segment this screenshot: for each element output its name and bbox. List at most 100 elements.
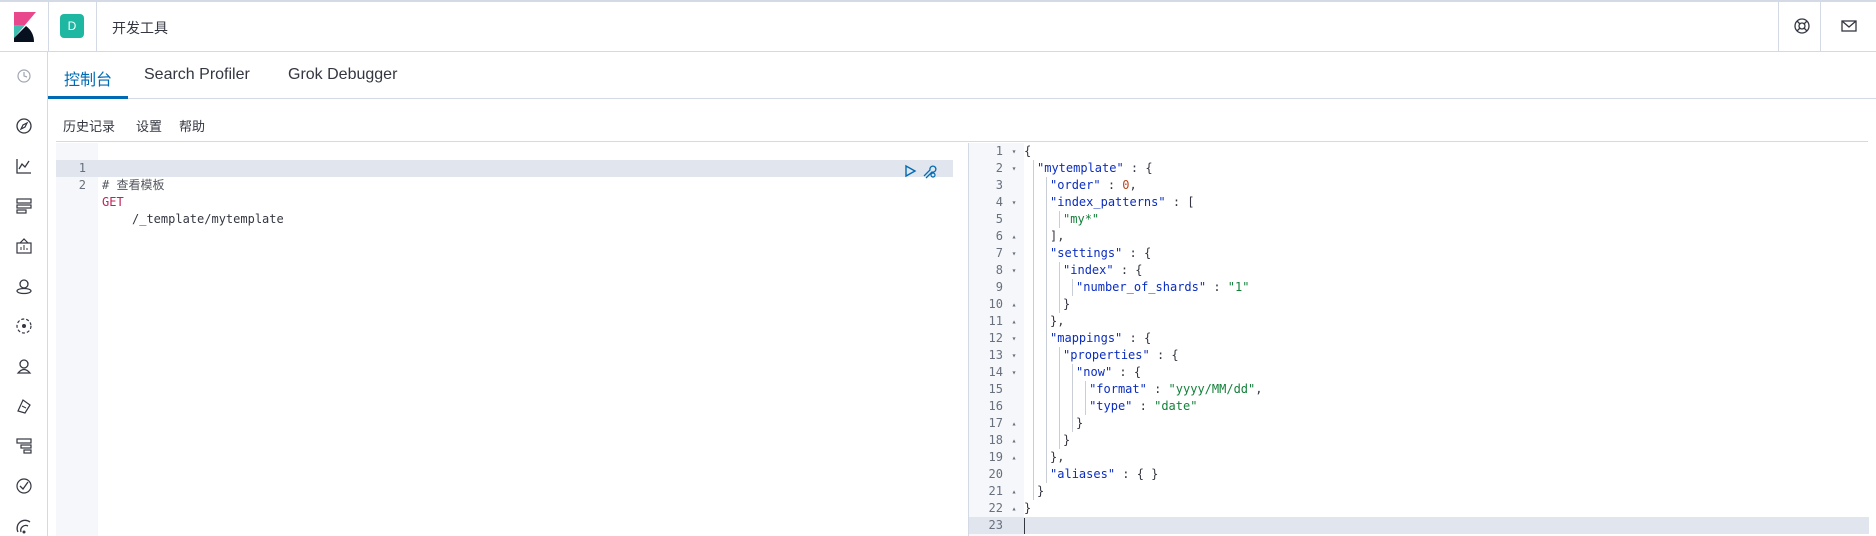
maps-icon[interactable] [14, 276, 34, 296]
indent-guide [1032, 160, 1034, 177]
request-gutter [56, 143, 98, 536]
help-link[interactable]: 帮助 [179, 119, 206, 134]
line-number: 20 [988, 467, 1003, 481]
indent-guide [1032, 296, 1034, 313]
tab-search-profiler[interactable]: Search Profiler [144, 66, 250, 83]
help-icon[interactable] [1792, 16, 1812, 36]
top-bar: D 开发工具 [0, 0, 1876, 52]
line-number: 12 [988, 331, 1003, 345]
json-token: : { [1123, 161, 1153, 175]
json-token: ], [1050, 229, 1065, 243]
line-number: 2 [78, 178, 86, 192]
fold-open-icon[interactable]: ▾ [1011, 266, 1017, 275]
fold-open-icon[interactable]: ▾ [1011, 334, 1017, 343]
line-number: 7 [995, 246, 1003, 260]
side-nav [0, 52, 48, 536]
indent-guide [1032, 432, 1034, 449]
fold-close-icon[interactable]: ▴ [1011, 317, 1017, 326]
fold-close-icon[interactable]: ▴ [1011, 487, 1017, 496]
divider [96, 2, 97, 52]
indent-guide [1045, 381, 1047, 398]
line-number: 11 [988, 314, 1003, 328]
uptime-icon[interactable] [14, 476, 34, 496]
line-number: 17 [988, 416, 1003, 430]
indent-guide [1045, 228, 1047, 245]
indent-guide [1045, 177, 1047, 194]
indent-guide [1071, 398, 1073, 415]
kibana-logo-icon[interactable] [12, 12, 38, 42]
canvas-icon[interactable] [14, 236, 34, 256]
fold-open-icon[interactable]: ▾ [1011, 249, 1017, 258]
fold-close-icon[interactable]: ▴ [1011, 300, 1017, 309]
indent-guide [1071, 381, 1073, 398]
response-code: "number_of_shards" : "1" [1076, 279, 1249, 296]
visualize-icon[interactable] [14, 156, 34, 176]
history-link[interactable]: 历史记录 [63, 119, 116, 134]
response-code: ], [1050, 228, 1064, 245]
json-token: : [ [1165, 195, 1195, 209]
divider [1820, 2, 1821, 52]
apm-icon[interactable] [14, 436, 34, 456]
fold-close-icon[interactable]: ▴ [1011, 453, 1017, 462]
fold-close-icon[interactable]: ▴ [1011, 504, 1017, 513]
fold-open-icon[interactable]: ▾ [1011, 164, 1017, 173]
indent-guide [1071, 415, 1073, 432]
fold-close-icon[interactable]: ▴ [1011, 419, 1017, 428]
line-number: 6 [995, 229, 1003, 243]
line-number: 15 [988, 382, 1003, 396]
logs-icon[interactable] [14, 396, 34, 416]
fold-close-icon[interactable]: ▴ [1011, 436, 1017, 445]
wrench-icon[interactable] [921, 163, 937, 179]
json-token: : [1146, 382, 1169, 396]
fold-open-icon[interactable]: ▾ [1011, 147, 1017, 156]
request-editor[interactable]: 1 # 查看模板 2 GET /_template/mytemplate [56, 143, 953, 536]
request-line: 2 GET /_template/mytemplate [56, 160, 284, 226]
text-cursor [1024, 518, 1025, 534]
indent-guide [1045, 262, 1047, 279]
indent-guide [1045, 313, 1047, 330]
indent-guide [1032, 347, 1034, 364]
ml-icon[interactable] [14, 316, 34, 336]
infrastructure-icon[interactable] [14, 356, 34, 376]
line-number: 22 [988, 501, 1003, 515]
indent-guide [1045, 449, 1047, 466]
json-token: "type" [1089, 399, 1133, 413]
dashboard-icon[interactable] [14, 196, 34, 216]
indent-guide [1032, 262, 1034, 279]
discover-icon[interactable] [14, 116, 34, 136]
line-number: 9 [995, 280, 1003, 294]
siem-icon[interactable] [14, 516, 34, 536]
fold-open-icon[interactable]: ▾ [1011, 198, 1017, 207]
play-icon[interactable] [902, 163, 918, 179]
fold-open-icon[interactable]: ▾ [1011, 368, 1017, 377]
response-editor[interactable]: 1▾{2▾"mytemplate" : {3"order" : 0,4▾"ind… [968, 143, 1869, 536]
settings-link[interactable]: 设置 [136, 119, 163, 134]
response-code: "now" : { [1076, 364, 1141, 381]
json-token: } [1063, 433, 1071, 447]
indent-guide [1032, 194, 1034, 211]
request-line: 1 # 查看模板 [56, 143, 165, 192]
mail-icon[interactable] [1839, 16, 1859, 36]
indent-guide [1058, 381, 1060, 398]
line-number: 8 [995, 263, 1003, 277]
response-code: "index_patterns" : [ [1050, 194, 1195, 211]
indent-guide [1084, 381, 1086, 398]
tab-grok-debugger[interactable]: Grok Debugger [288, 66, 398, 83]
request-method: GET [102, 195, 124, 209]
request-path: /_template/mytemplate [132, 212, 284, 226]
indent-guide [1045, 211, 1047, 228]
fold-open-icon[interactable]: ▾ [1011, 351, 1017, 360]
dev-tools-tabs: 控制台 Search Profiler Grok Debugger [48, 52, 1876, 99]
json-token: , [1129, 178, 1137, 192]
line-number: 18 [988, 433, 1003, 447]
space-avatar[interactable]: D [60, 14, 84, 38]
response-code: }, [1050, 449, 1064, 466]
indent-guide [1032, 364, 1034, 381]
clock-icon[interactable] [14, 66, 34, 86]
fold-close-icon[interactable]: ▴ [1011, 232, 1017, 241]
tab-console[interactable]: 控制台 [64, 72, 113, 89]
indent-guide [1045, 364, 1047, 381]
json-token: "number_of_shards" [1076, 280, 1207, 294]
active-line-highlight [969, 517, 1869, 534]
json-token: "format" [1089, 382, 1147, 396]
